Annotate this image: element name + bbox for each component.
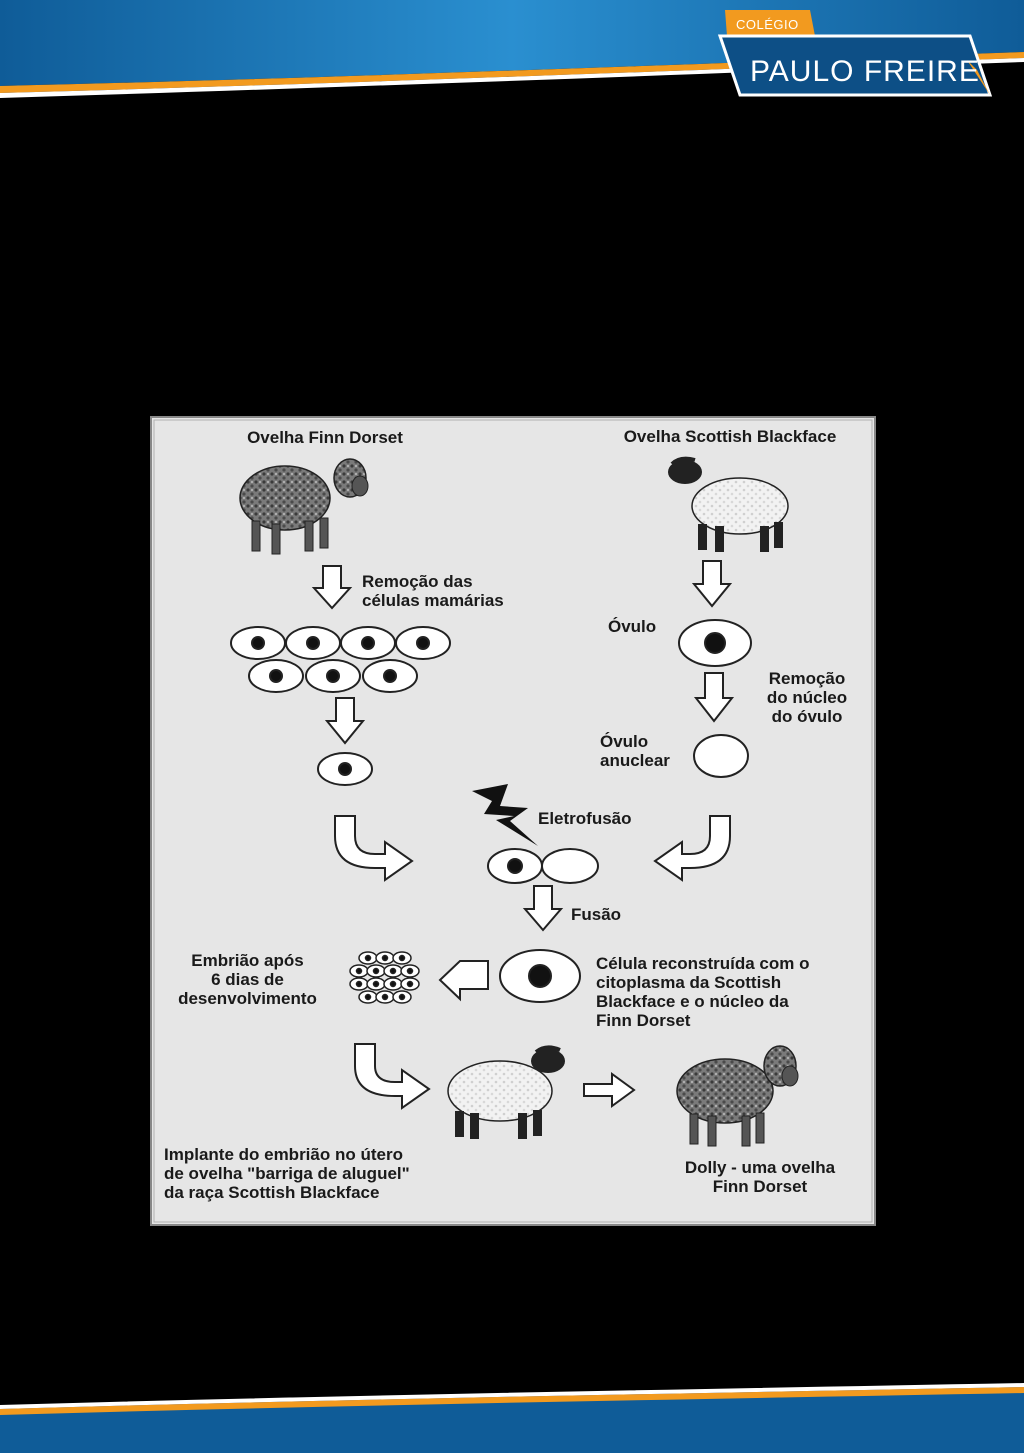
nucleus-removal-label-line2: do núcleo xyxy=(766,688,848,707)
curved-arrow-right-icon xyxy=(354,1043,431,1110)
fusion-label: Fusão xyxy=(571,905,622,924)
down-arrow-icon xyxy=(522,885,564,932)
embryo-label-line2: 6 dias de xyxy=(211,970,284,989)
down-arrow-icon xyxy=(693,672,735,723)
implant-label-line3: da raça Scottish Blackface xyxy=(164,1183,380,1202)
ovulo-cell xyxy=(678,619,752,667)
mammary-cells-cluster xyxy=(230,626,451,693)
mammary-removal-label-line2: células mamárias xyxy=(362,591,504,610)
finn-dorset-title: Ovelha Finn Dorset xyxy=(247,428,403,447)
reconstructed-cell-label-line4: Finn Dorset xyxy=(596,1011,691,1030)
logo-school-name: PAULO FREIRE xyxy=(750,55,980,88)
reconstructed-cell xyxy=(499,949,581,1003)
dolly-sheep-icon xyxy=(676,1045,799,1147)
down-arrow-icon xyxy=(324,697,366,745)
reconstructed-cell-label-line1: Célula reconstruída com o xyxy=(596,954,810,973)
reconstructed-cell-label-line3: Blackface e o núcleo da xyxy=(596,992,789,1011)
down-arrow-icon xyxy=(311,565,353,610)
nucleus-removal-label-line1: Remoção xyxy=(768,669,846,688)
footer-banner xyxy=(0,1383,1024,1453)
implant-label-line1: Implante do embrião no útero xyxy=(164,1145,403,1164)
right-arrow-icon xyxy=(583,1072,636,1108)
dolly-label-line1: Dolly - uma ovelha xyxy=(684,1158,836,1177)
surrogate-sheep-icon xyxy=(447,1045,565,1139)
implant-label-line2: de ovelha "barriga de aluguel" xyxy=(164,1164,410,1183)
down-arrow-icon xyxy=(691,560,733,608)
lightning-bolt-icon xyxy=(472,784,538,846)
mammary-removal-label-line1: Remoção das xyxy=(362,572,473,591)
electrofusion-cells xyxy=(487,848,599,884)
scottish-blackface-sheep-icon xyxy=(668,456,789,552)
curved-arrow-right-icon xyxy=(334,815,414,882)
cloning-diagram xyxy=(150,416,876,1226)
curved-arrow-left-icon xyxy=(653,815,731,882)
left-arrow-icon xyxy=(438,960,489,1002)
embryo-cluster xyxy=(349,951,420,1004)
nucleus-removal-label-line3: do óvulo xyxy=(771,707,843,726)
electrofusion-label: Eletrofusão xyxy=(538,809,632,828)
scottish-blackface-title: Ovelha Scottish Blackface xyxy=(623,427,837,446)
logo-school-label: COLÉGIO xyxy=(736,17,799,32)
anuclear-ovulo-label-line2: anuclear xyxy=(600,751,670,770)
embryo-label-line1: Embrião após xyxy=(191,951,304,970)
dolly-label-line2: Finn Dorset xyxy=(712,1177,808,1196)
finn-dorset-sheep-icon xyxy=(239,458,369,555)
ovulo-label: Óvulo xyxy=(608,617,657,636)
anuclear-ovulo-label-line1: Óvulo xyxy=(600,732,649,751)
reconstructed-cell-label-line2: citoplasma da Scottish xyxy=(596,973,782,992)
embryo-label-line3: desenvolvimento xyxy=(178,989,317,1008)
mammary-cell xyxy=(317,752,373,786)
anuclear-ovulo-cell xyxy=(693,734,749,778)
logo-badge xyxy=(717,10,993,97)
